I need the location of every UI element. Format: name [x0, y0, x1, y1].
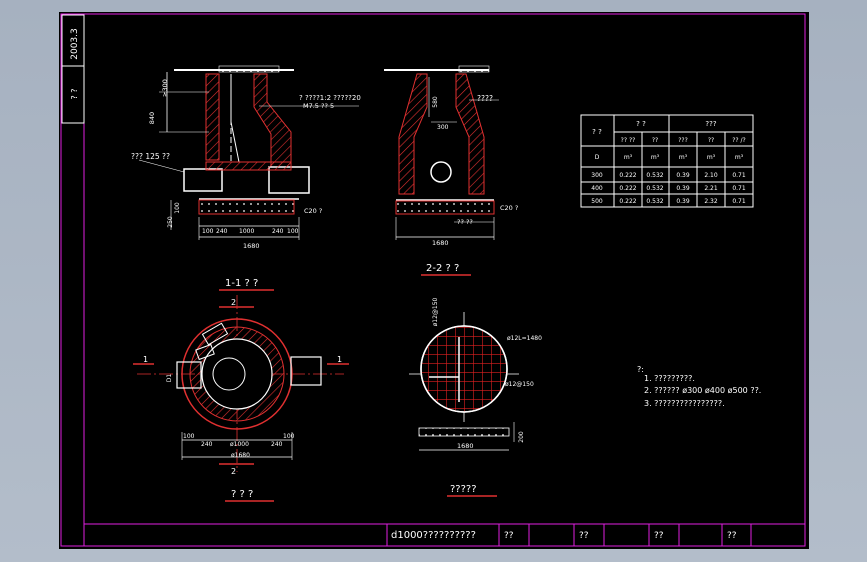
plan-dim-b2: 240 — [201, 441, 213, 448]
table-cell: 0.71 — [732, 198, 746, 205]
plan-dim-b3: ø1000 — [230, 441, 249, 448]
dim-b1: 100 — [202, 228, 214, 235]
unit-0: D — [595, 154, 600, 161]
table-cell: 2.21 — [704, 185, 718, 192]
title-block — [84, 523, 805, 546]
plan-mark-1-left: 1 — [143, 355, 148, 364]
top-note-1: ? ????1:2 ?????20 — [299, 94, 361, 102]
plan-mark-2-bottom: 2 — [231, 467, 236, 476]
plan-mark-1-right: 1 — [337, 355, 342, 364]
side-date: 2003.3 — [70, 28, 80, 60]
drawing-canvas[interactable]: 2003.3 ? ? ≥300 840 100 250 ??? 125 ?? ?… — [59, 12, 809, 549]
dim-base-1: 100 — [174, 202, 181, 214]
table-row-500: 500 0.222 0.532 0.39 2.32 0.71 — [591, 198, 746, 205]
th-r2-3: ?? — [708, 137, 714, 144]
plan-dim-b5: 100 — [283, 433, 295, 440]
table-cell: 500 — [591, 198, 603, 205]
quantity-table — [580, 114, 754, 208]
th-r1-0: ? ? — [592, 128, 602, 136]
th-r2-1: ?? — [652, 137, 658, 144]
note-line-2: 2. ?????? ø300 ø400 ø500 ??. — [644, 386, 761, 395]
table-cell: 0.532 — [646, 185, 663, 192]
rebar-dim-total: 1680 — [457, 442, 474, 450]
table-cell: 0.222 — [619, 185, 636, 192]
dim-top-1-1: ≥300 — [161, 79, 169, 97]
unit-1: m³ — [624, 154, 633, 161]
slab-label-2-2: C20 ? — [500, 204, 518, 212]
drawing-frame — [60, 13, 806, 547]
rebar-dim-slab: 200 — [518, 431, 525, 443]
label-bottom-2-2: ?? ?? — [457, 218, 473, 226]
table-cell: 0.532 — [646, 172, 663, 179]
dim-b4: 240 — [272, 228, 284, 235]
table-cell: 0.39 — [676, 198, 690, 205]
plan-view — [133, 295, 349, 472]
top-note-2: M7.5 ?? 5 — [303, 102, 334, 110]
table-cell: 0.222 — [619, 172, 636, 179]
plan-dim-side: D1 — [166, 374, 173, 383]
table-cell: 0.39 — [676, 172, 690, 179]
title-cell-4: ?? — [727, 531, 737, 541]
dim-mid-1-1: 840 — [148, 112, 156, 124]
dim-total-1-1: 1680 — [243, 242, 260, 250]
note-line-3: 3. ????????????????. — [644, 399, 725, 408]
rebar-plan — [409, 312, 519, 451]
unit-2: m³ — [651, 154, 660, 161]
th-r2-2: ??? — [678, 137, 688, 144]
th-r2-0: ?? ?? — [621, 137, 636, 144]
title-cell-2: ?? — [579, 531, 589, 541]
table-cell: 0.532 — [646, 198, 663, 205]
dim-base-2: 250 — [167, 216, 174, 228]
dim-inner-2-2: 300 — [437, 124, 449, 131]
th-r2-4: ?? /? — [732, 137, 745, 144]
section-1-1 — [138, 65, 359, 240]
side-label-box — [61, 14, 85, 124]
table-cell: 0.39 — [676, 185, 690, 192]
title-cell-1: ?? — [504, 531, 514, 541]
unit-5: m³ — [735, 154, 744, 161]
title-cell-3: ?? — [654, 531, 664, 541]
right-label-2-2: ???? — [477, 94, 493, 103]
title-1-1: 1-1 ? ? — [225, 278, 258, 289]
plan-dim-b1: 100 — [183, 433, 195, 440]
table-cell: 2.32 — [704, 198, 718, 205]
slab-label-1-1: C20 ? — [304, 207, 322, 215]
side-mark: ? ? — [70, 88, 79, 99]
notes-head: ?: — [637, 365, 644, 374]
table-row-400: 400 0.222 0.532 0.39 2.21 0.71 — [591, 185, 746, 192]
dim-b5: 100 — [287, 228, 299, 235]
title-rebar: ????? — [450, 484, 477, 495]
unit-4: m³ — [707, 154, 716, 161]
table-cell: 2.10 — [704, 172, 718, 179]
dim-b3: 1000 — [239, 228, 254, 235]
th-r1-1: ? ? — [636, 120, 646, 128]
plan-mark-2-top: 2 — [231, 298, 236, 307]
unit-3: m³ — [679, 154, 688, 161]
table-cell: 300 — [591, 172, 603, 179]
rebar-label-mid: ø12@150 — [505, 381, 534, 388]
note-line-1: 1. ?????????. — [644, 374, 695, 383]
rebar-label-right: ø12L=1480 — [507, 335, 542, 342]
table-cell: 0.71 — [732, 185, 746, 192]
drawing-title: d1000?????????? — [391, 530, 476, 541]
dim-total-2-2: 1680 — [432, 239, 449, 247]
th-r1-2: ??? — [705, 120, 716, 128]
rebar-label-top: ø12@150 — [432, 297, 439, 326]
left-label-1-1: ??? 125 ?? — [131, 152, 170, 161]
title-plan: ? ? ? — [231, 489, 253, 500]
table-row-300: 300 0.222 0.532 0.39 2.10 0.71 — [591, 172, 746, 179]
table-cell: 400 — [591, 185, 603, 192]
title-2-2: 2-2 ? ? — [426, 263, 459, 274]
table-cell: 0.71 — [732, 172, 746, 179]
section-2-2 — [384, 65, 499, 240]
plan-dim-b4: 240 — [271, 441, 283, 448]
table-cell: 0.222 — [619, 198, 636, 205]
plan-dim-total: ø1680 — [231, 452, 250, 459]
dim-h-2-2: 580 — [432, 96, 439, 108]
drawing-svg: 2003.3 ? ? ≥300 840 100 250 ??? 125 ?? ?… — [60, 13, 806, 547]
dim-b2: 240 — [216, 228, 228, 235]
